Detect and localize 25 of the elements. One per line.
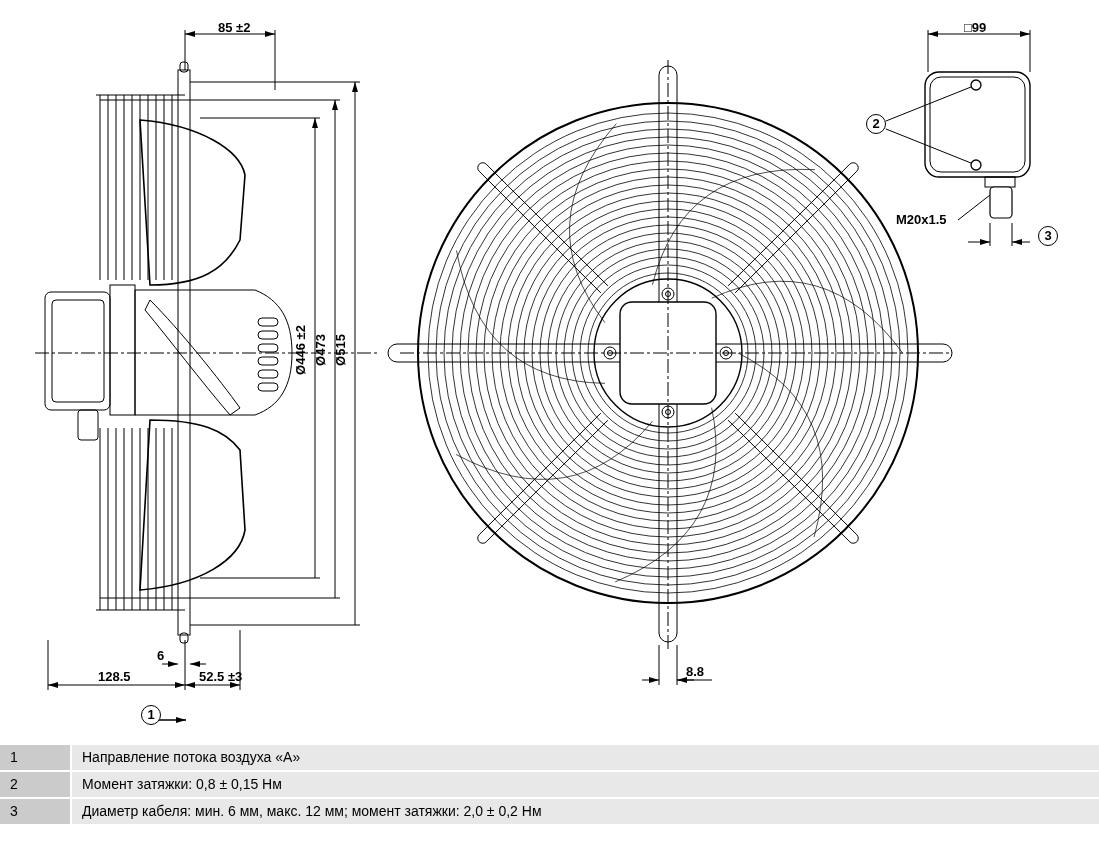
dimension-label: 6 (157, 648, 165, 663)
dimension-label: Ø473 (313, 334, 328, 366)
leader-line (885, 86, 972, 122)
dimension-label: Ø446 ±2 (293, 325, 308, 375)
callout-number: 1 (141, 705, 161, 725)
screw (970, 79, 982, 91)
table-cell: Направление потока воздуха «A» (72, 745, 1099, 770)
callout-number: 3 (1038, 226, 1058, 246)
dimension-label: 85 ±2 (218, 20, 251, 35)
screw (970, 159, 982, 171)
table-cell: 1 (0, 745, 70, 770)
callout-number: 2 (866, 114, 886, 134)
leader-line (957, 194, 991, 221)
dimension-label: Ø515 (333, 334, 348, 366)
leader-line (885, 128, 972, 164)
dimension-label: □99 (964, 20, 987, 35)
table-cell: 3 (0, 799, 70, 824)
dimension-label: 128.5 (98, 669, 131, 684)
table-cell: Момент затяжки: 0,8 ± 0,15 Нм (72, 772, 1099, 797)
table-cell: Диаметр кабеля: мин. 6 мм, макс. 12 мм; момент затяжки: 2,0 ± 0,2 Нм (72, 799, 1099, 824)
thread-label: M20x1.5 (896, 212, 947, 227)
cable-gland (989, 186, 1013, 219)
dimension-label: 8.8 (686, 664, 705, 679)
table-cell: 2 (0, 772, 70, 797)
dimension-label: 52.5 ±3 (199, 669, 243, 684)
